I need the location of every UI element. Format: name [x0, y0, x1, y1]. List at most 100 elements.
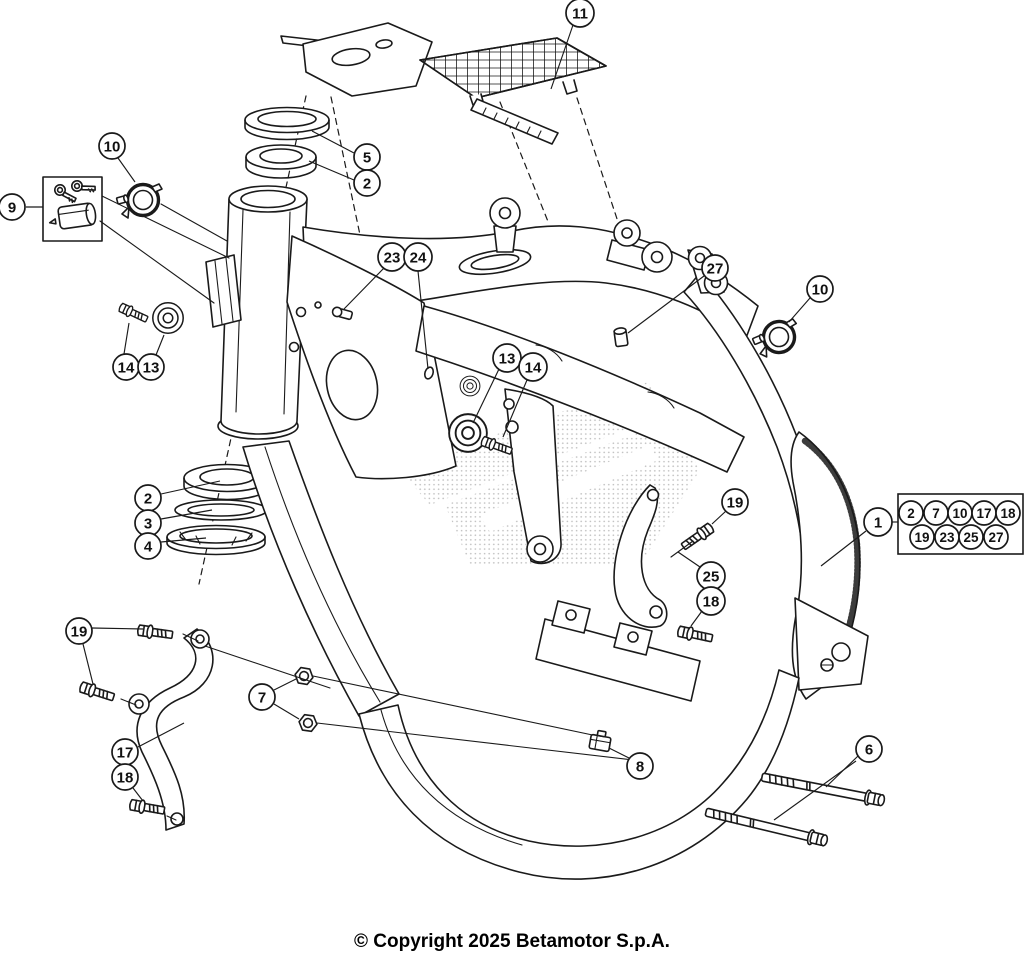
callout-18a[interactable]: 18: [111, 763, 139, 791]
callout-5[interactable]: 5: [353, 143, 381, 171]
callout-circle-18a[interactable]: [111, 763, 139, 791]
leader-line-5-0: [311, 130, 355, 154]
callout-circle-8[interactable]: [626, 752, 654, 780]
callout-23[interactable]: 23: [377, 242, 407, 272]
legend-item-19[interactable]: 19: [909, 524, 935, 550]
callout-number-27: 27: [707, 260, 724, 277]
legend-item-18[interactable]: 18: [995, 500, 1021, 526]
callout-14a[interactable]: 14: [112, 353, 140, 381]
callout-circle-10b[interactable]: [806, 275, 834, 303]
callout-number-24: 24: [410, 249, 427, 266]
callout-circle-1[interactable]: [863, 507, 893, 537]
callout-number-18a: 18: [117, 769, 134, 786]
callout-9[interactable]: 9: [0, 193, 26, 221]
legend-item-17[interactable]: 17: [971, 500, 997, 526]
callout-number-10b: 10: [812, 281, 829, 298]
legend-item-25[interactable]: 25: [958, 524, 984, 550]
leader-line-4-0: [160, 537, 207, 543]
callout-24[interactable]: 24: [403, 242, 433, 272]
legend-circle-27[interactable]: [983, 524, 1009, 550]
leader-line-18a-0: [132, 787, 144, 802]
callout-circle-2a[interactable]: [353, 169, 381, 197]
callout-1[interactable]: 1: [863, 507, 893, 537]
callout-7[interactable]: 7: [248, 683, 276, 711]
callout-circle-14b[interactable]: [518, 352, 548, 382]
callout-circle-19b[interactable]: [721, 488, 749, 516]
leader-line-18b-0: [690, 610, 703, 627]
callout-circle-19a[interactable]: [65, 617, 93, 645]
leader-line-11-0: [550, 24, 574, 90]
callout-2a[interactable]: 2: [353, 169, 381, 197]
callout-13b[interactable]: 13: [492, 343, 522, 373]
callout-circle-13b[interactable]: [492, 343, 522, 373]
callout-number-4: 4: [144, 538, 153, 555]
callout-circle-9[interactable]: [0, 193, 26, 221]
callout-number-14b: 14: [525, 359, 542, 376]
callout-19b[interactable]: 19: [721, 488, 749, 516]
callout-number-25: 25: [703, 568, 720, 585]
leader-line-17-0: [137, 722, 185, 748]
callout-14b[interactable]: 14: [518, 352, 548, 382]
callout-circle-7[interactable]: [248, 683, 276, 711]
rear-bracket: [613, 484, 717, 646]
callout-circle-4[interactable]: [134, 532, 162, 560]
legend-item-7[interactable]: 7: [923, 500, 949, 526]
callout-number-3: 3: [144, 515, 152, 532]
legend-circle-2[interactable]: [898, 500, 924, 526]
callout-number-19a: 19: [71, 623, 88, 640]
legend-item-10[interactable]: 10: [947, 500, 973, 526]
callout-8[interactable]: 8: [626, 752, 654, 780]
legend-number-23: 23: [939, 530, 955, 545]
legend-number-7: 7: [932, 506, 940, 521]
leader-line-10b-0: [788, 297, 811, 323]
callout-number-2b: 2: [144, 490, 152, 507]
callout-number-5: 5: [363, 149, 371, 166]
callout-number-13a: 13: [143, 359, 160, 376]
callout-number-10a: 10: [104, 138, 121, 155]
callout-circle-27[interactable]: [701, 254, 729, 282]
legend-item-2[interactable]: 2: [898, 500, 924, 526]
callout-number-11: 11: [572, 5, 588, 22]
leader-line-2a-0: [308, 160, 355, 181]
leader-line-13b-0: [472, 368, 500, 424]
callout-circle-6[interactable]: [855, 735, 883, 763]
leader-line-14a-0: [123, 322, 130, 355]
callout-18b[interactable]: 18: [696, 586, 726, 616]
callout-number-17: 17: [117, 744, 134, 761]
callout-10a[interactable]: 10: [98, 132, 126, 160]
callout-circle-11[interactable]: [565, 0, 595, 28]
callout-25[interactable]: 25: [696, 561, 726, 591]
callout-4[interactable]: 4: [134, 532, 162, 560]
callout-2b[interactable]: 2: [134, 484, 162, 512]
callout-number-6: 6: [865, 741, 873, 758]
callout-17[interactable]: 17: [111, 738, 139, 766]
legend-number-19: 19: [914, 530, 929, 545]
callout-circle-18b[interactable]: [696, 586, 726, 616]
callout-19a[interactable]: 19: [65, 617, 93, 645]
legend-circle-25[interactable]: [958, 524, 984, 550]
callout-3[interactable]: 3: [134, 509, 162, 537]
callout-circle-24[interactable]: [403, 242, 433, 272]
legend-circle-19[interactable]: [909, 524, 935, 550]
legend-item-27[interactable]: 27: [983, 524, 1009, 550]
leader-line-14b-0: [502, 379, 528, 438]
callout-6[interactable]: 6: [855, 735, 883, 763]
legend-item-23[interactable]: 23: [934, 524, 960, 550]
callout-circle-13a[interactable]: [137, 353, 165, 381]
legend-circle-18[interactable]: [995, 500, 1021, 526]
leader-line-6-1: [773, 760, 857, 821]
lock-clamp-left: [114, 182, 164, 220]
callout-10b[interactable]: 10: [806, 275, 834, 303]
leader-line-19a-0: [91, 627, 144, 630]
ignition-lock-kit: [42, 175, 230, 304]
callout-number-13b: 13: [499, 350, 516, 367]
callout-13a[interactable]: 13: [137, 353, 165, 381]
leader-line-27-0: [627, 275, 705, 334]
callout-27[interactable]: 27: [701, 254, 729, 282]
callout-11[interactable]: 11: [565, 0, 595, 28]
callout-circle-10a[interactable]: [98, 132, 126, 160]
